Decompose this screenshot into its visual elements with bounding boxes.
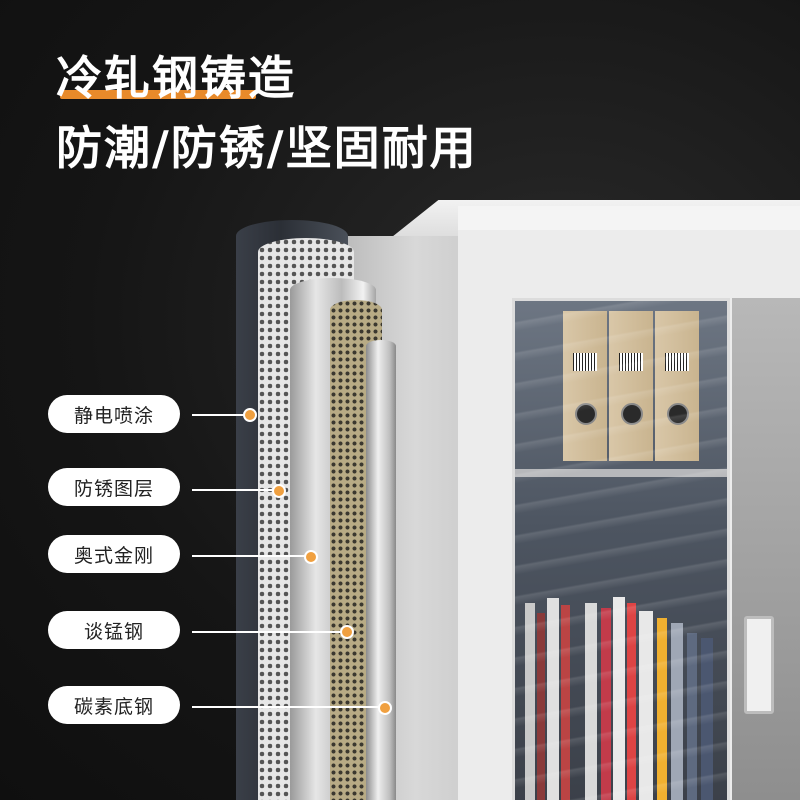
book: [613, 597, 625, 800]
book: [561, 605, 570, 800]
book: [639, 611, 653, 800]
file-box: [563, 311, 607, 461]
layer-carbon-steel-core: [366, 340, 396, 800]
shelf: [515, 469, 727, 477]
file-box: [655, 311, 699, 461]
book: [537, 613, 545, 800]
callout-label: 防锈图层: [48, 468, 180, 506]
book: [601, 608, 611, 800]
headline-line2: 防潮/防锈/坚固耐用: [56, 121, 478, 175]
barcode-icon: [573, 353, 597, 371]
headline-line1: 冷轧钢铸造: [56, 51, 296, 105]
cabinet-glass-door: [512, 298, 730, 800]
callout-label: 谈锰钢: [48, 611, 180, 649]
callout-label: 奥式金刚: [48, 535, 180, 573]
book: [657, 618, 667, 800]
callout-label: 碳素底钢: [48, 686, 180, 724]
box-hole: [667, 403, 689, 425]
book: [525, 603, 535, 800]
cabinet-front-top: [458, 206, 800, 232]
file-box: [609, 311, 653, 461]
callout-dot: [340, 625, 354, 639]
book: [585, 603, 597, 800]
callout-line: [192, 631, 344, 633]
callout-line: [192, 414, 248, 416]
callout-dot: [272, 484, 286, 498]
callout-dot: [304, 550, 318, 564]
callout-dot: [243, 408, 257, 422]
book: [671, 623, 683, 800]
book: [701, 638, 713, 800]
book: [627, 603, 636, 800]
callout-line: [192, 706, 382, 708]
callout-dot: [378, 701, 392, 715]
cabinet-glass-door-right: [732, 298, 800, 800]
title-underline: [60, 90, 256, 99]
callout-line: [192, 555, 310, 557]
callout-line: [192, 489, 278, 491]
book: [687, 633, 697, 800]
callout-label: 静电喷涂: [48, 395, 180, 433]
barcode-icon: [619, 353, 643, 371]
box-hole: [621, 403, 643, 425]
door-handle: [744, 616, 774, 714]
box-hole: [575, 403, 597, 425]
barcode-icon: [665, 353, 689, 371]
book: [547, 598, 559, 800]
glass-reflection: [515, 301, 727, 800]
